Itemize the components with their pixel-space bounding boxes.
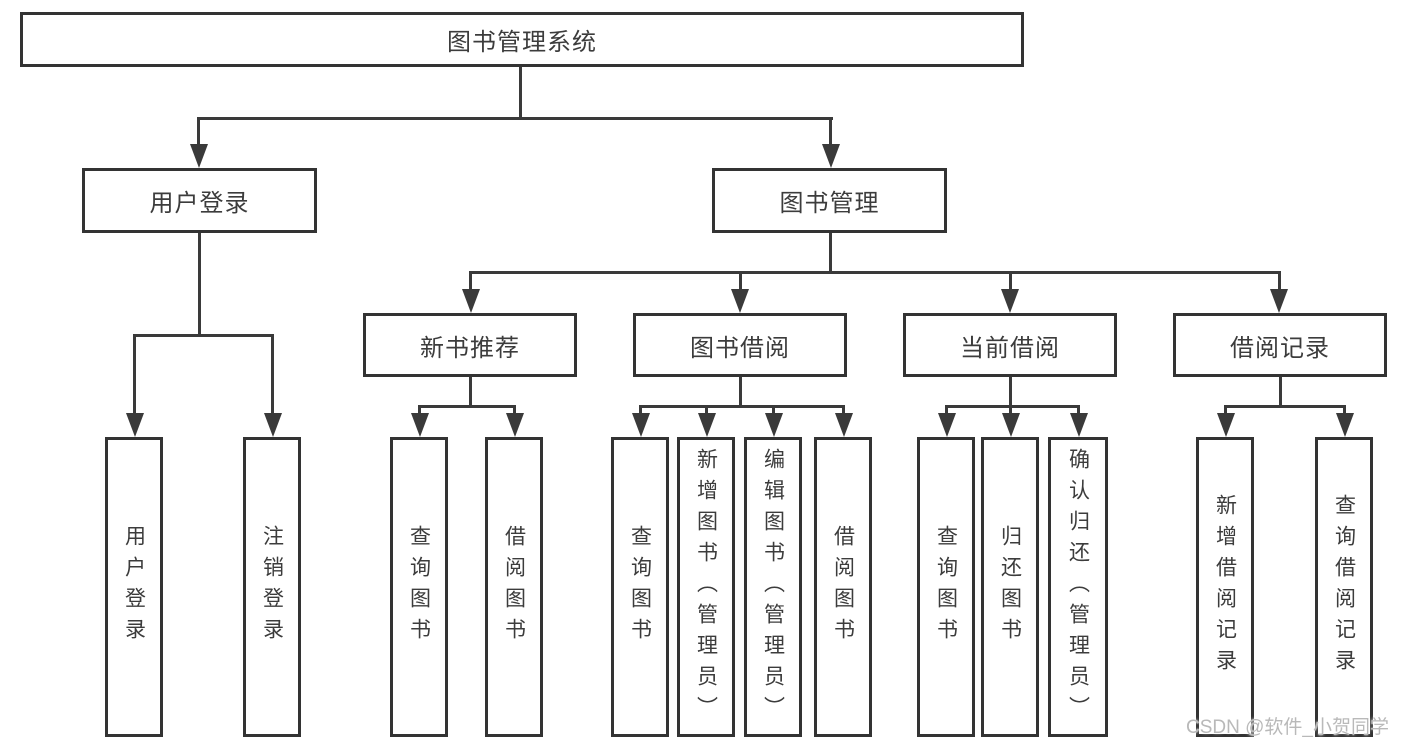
leaf-label: 借阅图书 [831,525,855,649]
arrowhead-leaf [938,413,956,437]
leaf-cb-confirm-return-admin: 确认归还（管理员） [1048,437,1108,737]
connector-root-split [197,117,833,120]
arrowhead-book-borrow [731,289,749,313]
leaf-nbr-query-book: 查询图书 [390,437,448,737]
leaf-bb-borrow-book: 借阅图书 [814,437,872,737]
arrowhead-leaf-login [126,413,144,437]
arrowhead-leaf [1070,413,1088,437]
connector-drop-borrow-record [1278,271,1281,291]
leaf-label: 查询图书 [407,525,431,649]
arrowhead-user-login [190,144,208,168]
connector-new-book-stem [469,377,472,408]
arrowhead-borrow-record [1270,289,1288,313]
connector-user-login-split [133,334,274,337]
connector-new-book-split [418,405,516,408]
arrowhead-leaf [1336,413,1354,437]
node-user-login: 用户登录 [82,168,317,233]
leaf-bb-edit-book-admin: 编辑图书（管理员） [744,437,802,737]
connector-book-borrow-stem [739,377,742,408]
connector-drop-leaf-login [133,334,136,415]
node-new-book-recommend-label: 新书推荐 [420,334,520,362]
connector-stub [1343,405,1346,415]
arrowhead-leaf [698,413,716,437]
node-book-borrow: 图书借阅 [633,313,847,377]
leaf-br-query-record: 查询借阅记录 [1315,437,1373,737]
arrowhead-leaf [506,413,524,437]
connector-drop-user-login [197,117,200,147]
node-current-borrow: 当前借阅 [903,313,1117,377]
node-root: 图书管理系统 [20,12,1024,67]
connector-drop-book-management [829,117,832,147]
connector-drop-current-borrow [1009,271,1012,291]
leaf-nbr-borrow-book: 借阅图书 [485,437,543,737]
arrowhead-leaf-logout [264,413,282,437]
leaf-label: 借阅图书 [502,525,526,649]
connector-stub [945,405,948,415]
connector-stub [705,405,708,415]
arrowhead-leaf [1217,413,1235,437]
arrowhead-book-management [822,144,840,168]
node-current-borrow-label: 当前借阅 [960,334,1060,362]
arrowhead-leaf [1002,413,1020,437]
leaf-cb-return-book: 归还图书 [981,437,1039,737]
leaf-user-login: 用户登录 [105,437,163,737]
connector-book-borrow-split [639,405,845,408]
connector-stub [418,405,421,415]
node-borrow-record: 借阅记录 [1173,313,1387,377]
leaf-label: 归还图书 [998,525,1022,649]
connector-stub [772,405,775,415]
csdn-watermark: CSDN @软件_小贺同学 [1186,717,1389,738]
connector-stub [639,405,642,415]
leaf-label: 用户登录 [122,525,146,649]
node-root-label: 图书管理系统 [447,29,597,56]
connector-drop-new-book [469,271,472,291]
arrowhead-leaf [632,413,650,437]
leaf-label: 查询借阅记录 [1332,494,1356,680]
node-user-login-label: 用户登录 [149,190,250,217]
leaf-label: 新增借阅记录 [1213,494,1237,680]
connector-stub [1077,405,1080,415]
connector-drop-leaf-logout [271,334,274,415]
node-book-management-label: 图书管理 [779,190,880,217]
leaf-label: 确认归还（管理员） [1066,447,1090,727]
connector-book-management-split [469,271,1281,274]
arrowhead-new-book [462,289,480,313]
connector-user-login-stem [198,233,201,337]
leaf-label: 新增图书（管理员） [694,447,718,727]
arrowhead-leaf [835,413,853,437]
connector-current-borrow-stem [1009,377,1012,408]
leaf-label: 注销登录 [260,525,284,649]
leaf-bb-add-book-admin: 新增图书（管理员） [677,437,735,737]
leaf-br-add-record: 新增借阅记录 [1196,437,1254,737]
node-book-borrow-label: 图书借阅 [690,334,790,362]
leaf-logout: 注销登录 [243,437,301,737]
connector-borrow-record-split [1224,405,1346,408]
connector-stub [842,405,845,415]
connector-stub [513,405,516,415]
connector-stub [1224,405,1227,415]
node-borrow-record-label: 借阅记录 [1230,334,1330,362]
leaf-cb-query-book: 查询图书 [917,437,975,737]
connector-drop-book-borrow [739,271,742,291]
connector-root-stem [519,67,522,118]
connector-current-borrow-split [945,405,1080,408]
connector-borrow-record-stem [1279,377,1282,408]
leaf-label: 查询图书 [628,525,652,649]
node-book-management: 图书管理 [712,168,947,233]
arrowhead-leaf [411,413,429,437]
connector-book-management-stem [829,233,832,274]
leaf-label: 编辑图书（管理员） [761,447,785,727]
arrowhead-current-borrow [1001,289,1019,313]
leaf-label: 查询图书 [934,525,958,649]
connector-stub [1009,405,1012,415]
node-new-book-recommend: 新书推荐 [363,313,577,377]
leaf-bb-query-book: 查询图书 [611,437,669,737]
arrowhead-leaf [765,413,783,437]
